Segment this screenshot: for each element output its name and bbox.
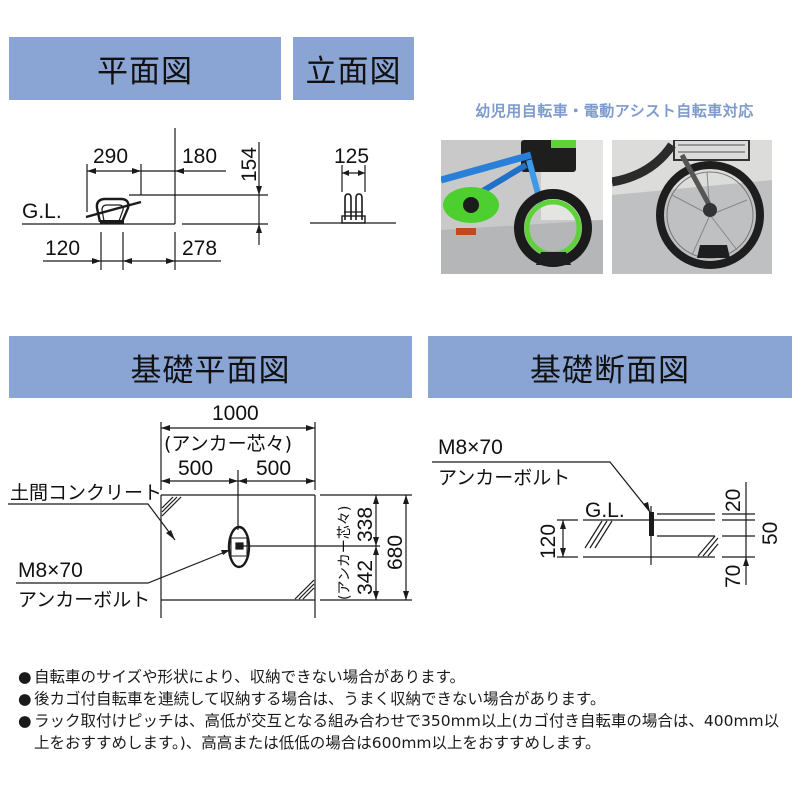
- bullet-icon: ●: [18, 712, 32, 730]
- fplan-anchor-center-note: (アンカー芯々): [164, 433, 292, 455]
- elevation-view-drawing: 125: [310, 145, 396, 224]
- fsection-gl-label: G.L.: [585, 499, 625, 522]
- fplan-concrete-label: 土間コンクリート: [10, 482, 162, 504]
- fsection-bolt-size: M8×70: [438, 436, 503, 459]
- plan-dim-180: 180: [182, 145, 217, 168]
- note-item: ● ラック取付けピッチは、高低が交互となる組み合わせで350mm以上(カゴ付き自…: [18, 710, 793, 754]
- fplan-bolt-size: M8×70: [18, 559, 83, 582]
- plan-dim-120: 120: [45, 237, 80, 260]
- header-elevation: 立面図: [293, 37, 414, 100]
- fplan-vertical-anchor-note: (アンカー芯々): [337, 506, 353, 600]
- foundation-plan-drawing: 1000 (アンカー芯々) 500 500 土間コンクリート M8×70 アンカ…: [8, 402, 412, 618]
- plan-view-drawing: G.L. 290 180 154 120 278: [22, 128, 268, 270]
- header-foundation-section: 基礎断面図: [428, 336, 792, 398]
- notes-list: ● 自転車のサイズや形状により、収納できない場合があります。 ● 後カゴ付自転車…: [18, 666, 793, 754]
- fplan-bolt-name: アンカーボルト: [18, 589, 150, 611]
- note-item: ● 自転車のサイズや形状により、収納できない場合があります。: [18, 666, 793, 688]
- note-text: 自転車のサイズや形状により、収納できない場合があります。: [34, 668, 466, 686]
- note-text: ラック取付けピッチは、高低が交互となる組み合わせで350mm以上(カゴ付き自転車…: [34, 712, 780, 752]
- fplan-dim-1000: 1000: [212, 402, 259, 425]
- plan-dim-290: 290: [93, 145, 128, 168]
- header-elevation-title: 立面図: [305, 54, 402, 90]
- header-plan: 平面図: [9, 37, 281, 100]
- note-text: 後カゴ付自転車を連続して収納する場合は、うまく収納できない場合があります。: [34, 690, 606, 708]
- plan-dim-154: 154: [238, 147, 261, 182]
- fplan-dim-680: 680: [384, 535, 407, 570]
- bullet-icon: ●: [18, 668, 32, 686]
- kids-bike-photo: [441, 140, 603, 274]
- note-item: ● 後カゴ付自転車を連続して収納する場合は、うまく収納できない場合があります。: [18, 688, 793, 710]
- e-assist-bike-photo: [612, 140, 772, 274]
- fplan-dim-338: 338: [354, 507, 377, 542]
- fsection-dim-20: 20: [722, 489, 745, 512]
- foundation-section-drawing: M8×70 アンカーボルト G.L. 120 20 50 70: [432, 436, 782, 588]
- fsection-dim-70: 70: [722, 565, 745, 588]
- plan-dim-278: 278: [182, 237, 217, 260]
- header-foundation-plan-title: 基礎平面図: [130, 352, 291, 389]
- fsection-dim-50: 50: [759, 522, 782, 545]
- compatibility-title: 幼児用自転車・電動アシスト自転車対応: [475, 102, 754, 120]
- elevation-dim-125: 125: [334, 145, 369, 168]
- fsection-bolt-name: アンカーボルト: [438, 467, 570, 489]
- header-plan-title: 平面図: [97, 54, 193, 90]
- fplan-dim-500-right: 500: [256, 457, 291, 480]
- header-foundation-plan: 基礎平面図: [9, 336, 412, 398]
- fplan-dim-342: 342: [354, 560, 377, 595]
- plan-gl-label: G.L.: [22, 200, 62, 223]
- bullet-icon: ●: [18, 690, 32, 708]
- fsection-dim-120: 120: [537, 524, 560, 559]
- fplan-dim-500-left: 500: [178, 457, 213, 480]
- header-foundation-section-title: 基礎断面図: [530, 352, 690, 389]
